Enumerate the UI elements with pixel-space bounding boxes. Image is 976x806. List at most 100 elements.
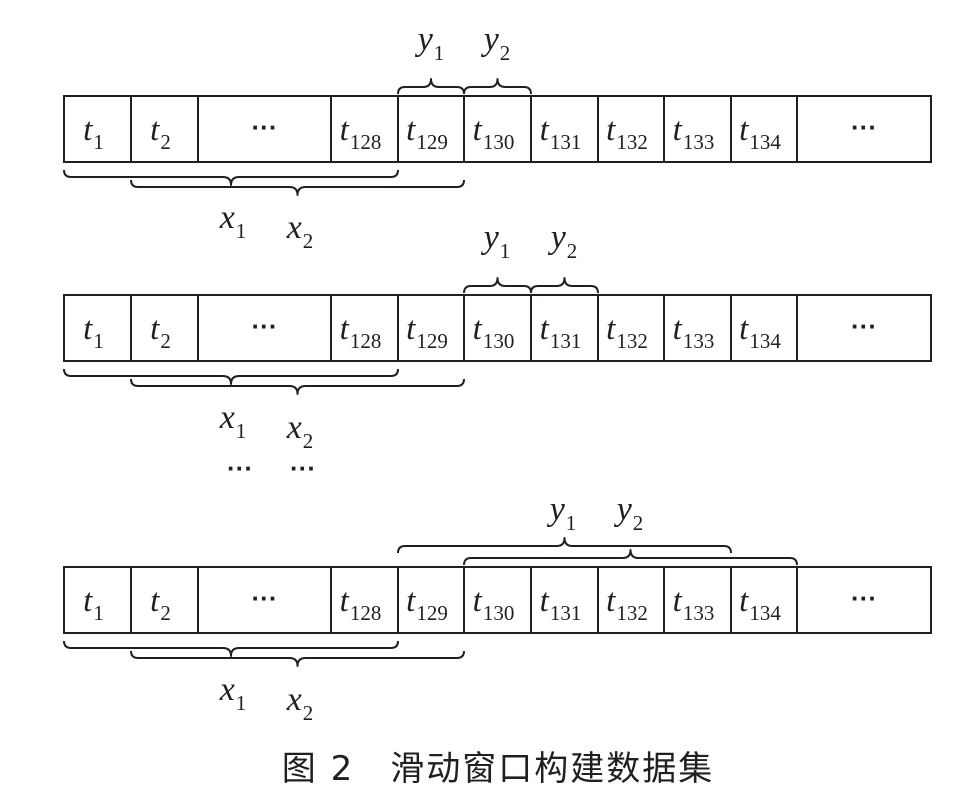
y1-label-subscript: 1 bbox=[566, 511, 577, 535]
sequence-cell: ··· bbox=[197, 566, 332, 634]
y2-target-window-brace bbox=[530, 277, 599, 294]
y2-target-window-brace bbox=[463, 78, 532, 95]
cell-label-subscript: 128 bbox=[350, 329, 382, 353]
cell-label-base: t bbox=[83, 311, 93, 347]
x1-label-base: x bbox=[219, 199, 235, 236]
x2-label: x2 bbox=[286, 681, 314, 725]
ellipsis-label: ··· bbox=[851, 311, 877, 341]
x1-input-window-brace bbox=[63, 368, 399, 385]
sequence-cell: t130 bbox=[463, 566, 532, 634]
x1-label-base: x bbox=[219, 671, 235, 708]
x1-label-subscript: 1 bbox=[236, 419, 247, 443]
cell-label-base: t bbox=[739, 311, 749, 347]
y1-label-base: y bbox=[481, 219, 500, 256]
cell-label: t130 bbox=[473, 583, 515, 625]
sequence-cell: t133 bbox=[663, 95, 732, 163]
ellipsis-label: ··· bbox=[252, 112, 278, 142]
x2-input-window-brace bbox=[130, 179, 465, 196]
sequence-cell: t128 bbox=[330, 566, 399, 634]
cell-label-subscript: 128 bbox=[350, 130, 382, 154]
cell-label: t128 bbox=[340, 112, 382, 154]
cell-label-subscript: 129 bbox=[416, 329, 448, 353]
cell-label-base: t bbox=[150, 311, 160, 347]
cell-border bbox=[796, 566, 932, 634]
x1-input-window-brace bbox=[63, 169, 399, 186]
cell-label: t2 bbox=[150, 583, 171, 625]
cell-border bbox=[796, 95, 932, 163]
cell-label-subscript: 133 bbox=[683, 130, 715, 154]
sequence-cell: t130 bbox=[463, 294, 532, 362]
x1-label: x1 bbox=[219, 399, 247, 443]
x2-input-window-brace bbox=[130, 378, 465, 395]
cell-label-base: t bbox=[673, 583, 683, 619]
cell-label-subscript: 2 bbox=[160, 601, 171, 625]
y2-label-base: y bbox=[481, 21, 500, 58]
y1-label: y1 bbox=[415, 21, 445, 65]
cell-label: t132 bbox=[606, 112, 648, 154]
sequence-cell: t1 bbox=[63, 95, 132, 163]
ellipsis-label: ··· bbox=[252, 583, 278, 613]
x2-label-subscript: 2 bbox=[303, 229, 314, 253]
cell-label-subscript: 134 bbox=[749, 601, 781, 625]
cell-label: t132 bbox=[606, 311, 648, 353]
cell-label: t1 bbox=[83, 112, 104, 154]
y2-label-base: y bbox=[614, 491, 633, 528]
cell-label-subscript: 131 bbox=[550, 601, 582, 625]
sequence-cell: t133 bbox=[663, 566, 732, 634]
cell-label-base: t bbox=[473, 311, 483, 347]
cell-label-subscript: 132 bbox=[616, 601, 648, 625]
cell-label-base: t bbox=[340, 311, 350, 347]
cell-label-base: t bbox=[606, 112, 616, 148]
sequence-cell: ··· bbox=[796, 294, 932, 362]
cell-label: t131 bbox=[540, 112, 582, 154]
sequence-cell: t1 bbox=[63, 566, 132, 634]
sequence-cell: t2 bbox=[130, 95, 199, 163]
cell-label-base: t bbox=[406, 112, 416, 148]
y1-target-window-brace bbox=[397, 537, 732, 554]
cell-label-subscript: 2 bbox=[160, 329, 171, 353]
cell-label-subscript: 133 bbox=[683, 329, 715, 353]
cell-label: t132 bbox=[606, 583, 648, 625]
row-continuation-dots: ··· ··· bbox=[227, 453, 316, 483]
sequence-cell: ··· bbox=[796, 566, 932, 634]
cell-label-base: t bbox=[673, 112, 683, 148]
y1-label-subscript: 1 bbox=[500, 239, 511, 263]
y2-label: y2 bbox=[548, 219, 578, 263]
sequence-cell: t128 bbox=[330, 294, 399, 362]
cell-label: t131 bbox=[540, 583, 582, 625]
x1-input-window-brace bbox=[63, 640, 399, 657]
cell-label-subscript: 134 bbox=[749, 329, 781, 353]
cell-label-base: t bbox=[150, 583, 160, 619]
y2-label-base: y bbox=[548, 219, 567, 256]
x1-continuation-dots: ··· bbox=[227, 453, 253, 483]
cell-label-subscript: 1 bbox=[93, 130, 104, 154]
x1-label-base: x bbox=[219, 399, 235, 436]
x2-label: x2 bbox=[286, 209, 314, 253]
ellipsis-label: ··· bbox=[252, 311, 278, 341]
cell-label: t131 bbox=[540, 311, 582, 353]
cell-label-base: t bbox=[739, 583, 749, 619]
cell-label-base: t bbox=[540, 112, 550, 148]
y2-target-window-brace bbox=[463, 549, 798, 566]
cell-label-base: t bbox=[406, 583, 416, 619]
y2-label: y2 bbox=[614, 491, 644, 535]
x2-label-base: x bbox=[286, 209, 302, 246]
x1-label-subscript: 1 bbox=[236, 691, 247, 715]
sequence-cell: t134 bbox=[730, 566, 798, 634]
cell-label: t129 bbox=[406, 112, 448, 154]
y1-target-window-brace bbox=[463, 277, 532, 294]
cell-label-base: t bbox=[739, 112, 749, 148]
sequence-cell: t2 bbox=[130, 566, 199, 634]
cell-label-subscript: 128 bbox=[350, 601, 382, 625]
sequence-cell: t133 bbox=[663, 294, 732, 362]
cell-label-subscript: 129 bbox=[416, 130, 448, 154]
cell-label-base: t bbox=[473, 583, 483, 619]
y1-label: y1 bbox=[481, 219, 511, 263]
cell-label-base: t bbox=[340, 112, 350, 148]
sequence-cell: t129 bbox=[397, 95, 465, 163]
sequence-cell: t130 bbox=[463, 95, 532, 163]
y1-target-window-brace bbox=[397, 78, 465, 95]
x2-label-subscript: 2 bbox=[303, 701, 314, 725]
